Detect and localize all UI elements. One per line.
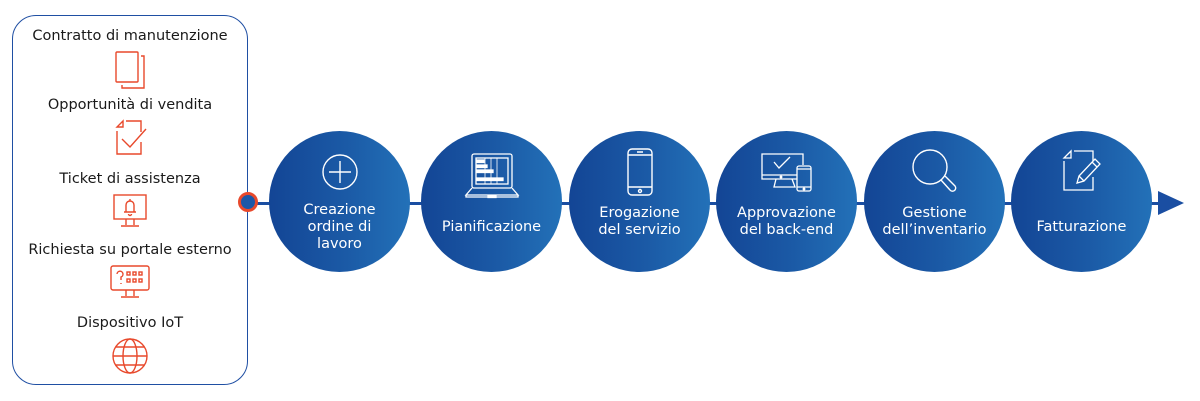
source-label: Contratto di manutenzione [32, 28, 228, 44]
magnifier-icon [911, 149, 956, 192]
sources-panel: Contratto di manutenzione Opportunità di… [12, 15, 248, 385]
document-pencil-icon [1061, 149, 1101, 191]
flow-start-node [238, 192, 258, 212]
source-support-ticket: Ticket di assistenza [13, 171, 247, 232]
smartphone-icon [626, 148, 653, 196]
step-label: Erogazione del servizio [598, 205, 681, 238]
step-work-order-creation: Creazione ordine di lavoro [269, 131, 410, 272]
monitor-question-icon [110, 265, 150, 298]
source-external-portal-request: Richiesta su portale esterno [13, 242, 247, 301]
globe-icon [112, 338, 148, 374]
step-label: Creazione ordine di lavoro [303, 202, 376, 252]
step-label: Fatturazione [1036, 219, 1127, 235]
step-back-end-approval: Approvazione del back-end [716, 131, 857, 272]
monitor-tablet-check-icon [760, 153, 812, 192]
step-service-delivery: Erogazione del servizio [569, 131, 710, 272]
source-sales-opportunity: Opportunità di vendita [13, 97, 247, 158]
laptop-schedule-icon [464, 153, 519, 199]
flow-arrow-icon [1158, 191, 1184, 215]
document-check-icon [115, 119, 147, 155]
source-maintenance-contract: Contratto di manutenzione [13, 28, 247, 91]
source-label: Dispositivo IoT [76, 315, 184, 331]
source-iot-device: Dispositivo IoT [13, 315, 247, 376]
step-invoicing: Fatturazione [1011, 131, 1152, 272]
source-label: Richiesta su portale esterno [28, 242, 232, 258]
step-inventory-management: Gestione dell’inventario [864, 131, 1005, 272]
documents-icon [115, 51, 145, 89]
monitor-bell-icon [113, 194, 147, 227]
step-label: Pianificazione [441, 219, 542, 235]
source-label: Opportunità di vendita [47, 97, 213, 113]
step-planning: Pianificazione [421, 131, 562, 272]
plus-circle-icon [321, 154, 358, 190]
step-label: Gestione dell’inventario [882, 205, 987, 238]
step-label: Approvazione del back-end [737, 205, 836, 238]
source-label: Ticket di assistenza [59, 171, 201, 187]
